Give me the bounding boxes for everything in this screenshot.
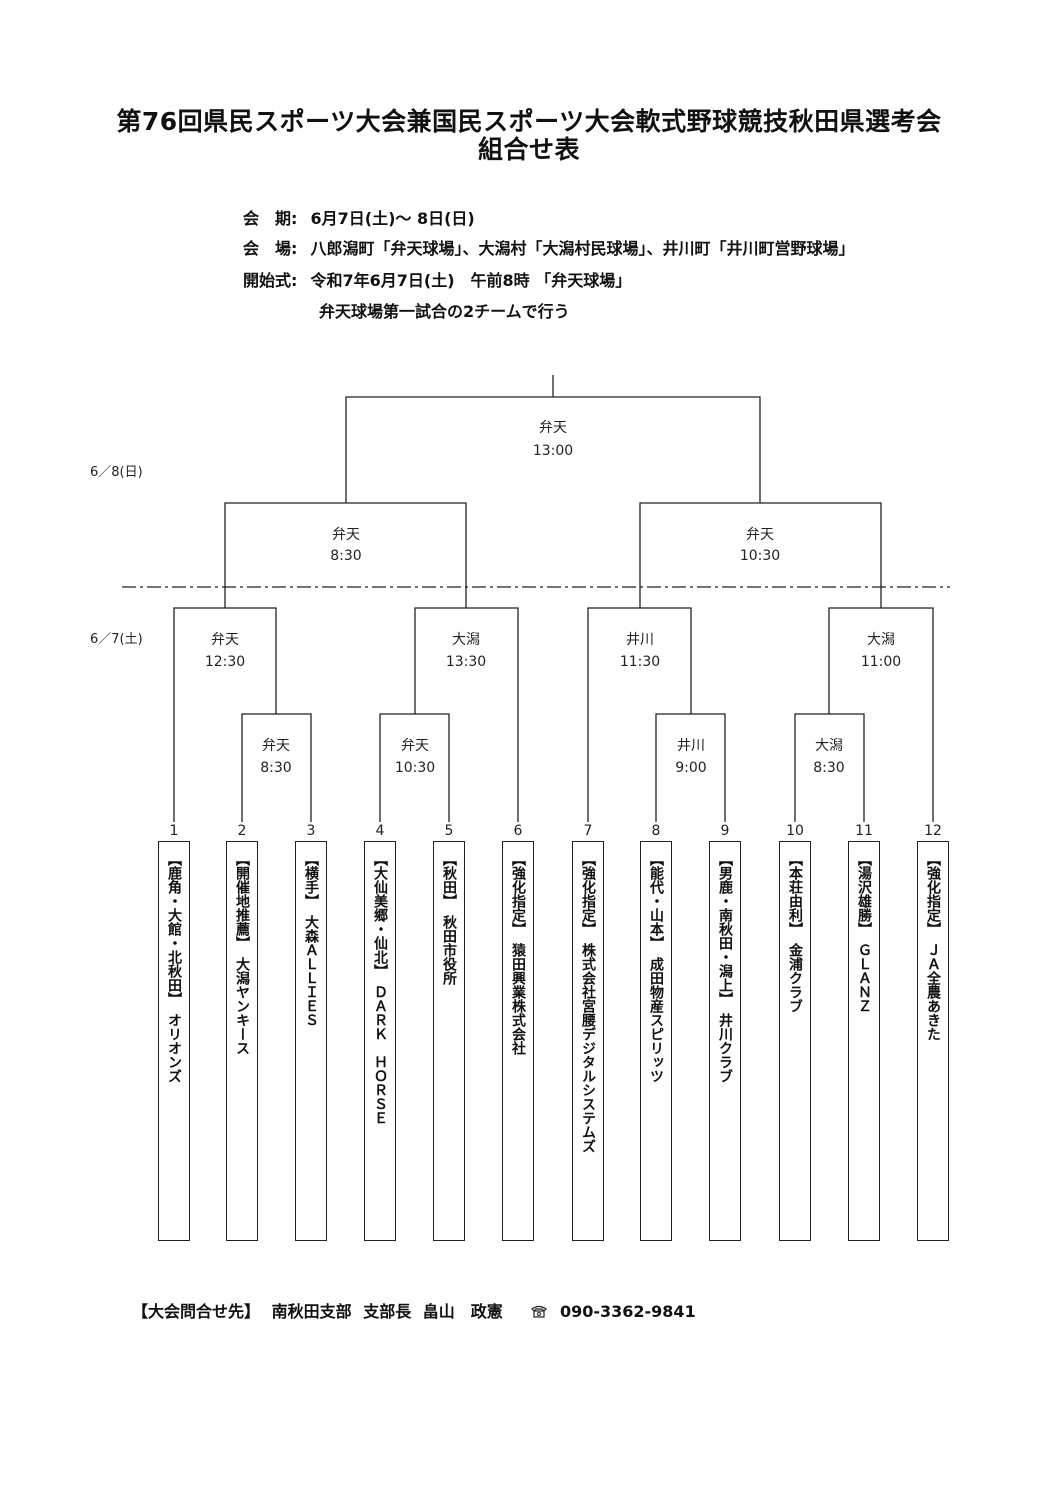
qf4-venue: 大潟 bbox=[867, 632, 895, 648]
ceremony-note: 弁天球場第一試合の2チームで行う bbox=[319, 298, 570, 322]
team-box-3: 【横手】 大森ＡＬＬＩＥＳ bbox=[295, 841, 327, 1241]
ceremony-row: 開始式: 令和7年6月7日(土) 午前8時 「弁天球場」 bbox=[243, 267, 631, 291]
team-box-12: 【強化指定】 ＪＡ全農あきた bbox=[917, 841, 949, 1241]
phone-icon bbox=[530, 1302, 554, 1321]
team-box-1: 【鹿角・大館・北秋田】 オリオンズ bbox=[158, 841, 190, 1241]
r1a-time: 8:30 bbox=[260, 760, 291, 776]
day2-label: 6／8(日) bbox=[90, 465, 143, 480]
team-number: 3 bbox=[307, 823, 316, 839]
team-name: 【強化指定】 株式会社宮腰デジタルシステムズ bbox=[580, 852, 596, 1153]
contact-org: 南秋田支部 bbox=[271, 1302, 352, 1321]
team-name: 【湯沢雄勝】 ＧＬＡＮＺ bbox=[856, 852, 872, 1013]
team-name: 【能代・山本】 成田物産スピリッツ bbox=[648, 852, 664, 1083]
semi-right-venue: 弁天 bbox=[746, 527, 774, 543]
team-number: 12 bbox=[924, 823, 942, 839]
team-number: 7 bbox=[584, 823, 593, 839]
team-name: 【秋田】 秋田市役所 bbox=[441, 852, 457, 985]
venue-value: 八郎潟町「弁天球場」、大潟村「大潟村民球場」、井川町「井川町営野球場」 bbox=[310, 239, 855, 258]
qf2-time: 13:30 bbox=[446, 654, 486, 670]
final-venue: 弁天 bbox=[539, 420, 567, 436]
qf2-venue: 大潟 bbox=[452, 632, 480, 648]
team-box-7: 【強化指定】 株式会社宮腰デジタルシステムズ bbox=[572, 841, 604, 1241]
final-bracket-line bbox=[345, 396, 761, 503]
r1d-line bbox=[794, 713, 865, 822]
team-name: 【大仙美郷・仙北】 ＤＡＲＫ ＨＯＲＳＥ bbox=[372, 852, 388, 1125]
team-box-5: 【秋田】 秋田市役所 bbox=[433, 841, 465, 1241]
qf3-venue: 井川 bbox=[626, 632, 654, 648]
r1c-venue: 井川 bbox=[677, 738, 705, 754]
team-number: 9 bbox=[721, 823, 730, 839]
team-box-6: 【強化指定】 猿田興業株式会社 bbox=[502, 841, 534, 1241]
contact-label: 【大会問合せ先】 bbox=[132, 1302, 261, 1321]
qf3-time: 11:30 bbox=[620, 654, 660, 670]
team-name: 【横手】 大森ＡＬＬＩＥＳ bbox=[303, 852, 319, 1027]
period-label: 会 期: bbox=[243, 209, 298, 228]
r1a-venue: 弁天 bbox=[262, 738, 290, 754]
r1a-line bbox=[241, 713, 312, 822]
semi-right-line bbox=[639, 502, 882, 608]
team-number: 6 bbox=[514, 823, 523, 839]
team-box-9: 【男鹿・南秋田・潟上】 井川クラブ bbox=[709, 841, 741, 1241]
team-name: 【鹿角・大館・北秋田】 オリオンズ bbox=[166, 852, 182, 1083]
ceremony-value: 令和7年6月7日(土) 午前8時 「弁天球場」 bbox=[310, 271, 632, 290]
contact-phone: 090-3362-9841 bbox=[559, 1302, 696, 1321]
team-name: 【強化指定】 ＪＡ全農あきた bbox=[925, 852, 941, 1041]
team-number: 4 bbox=[376, 823, 385, 839]
contact-role: 支部長 bbox=[363, 1302, 412, 1321]
team-box-4: 【大仙美郷・仙北】 ＤＡＲＫ ＨＯＲＳＥ bbox=[364, 841, 396, 1241]
period-value: 6月7日(土)～ 8日(日) bbox=[310, 209, 475, 228]
team-number: 5 bbox=[445, 823, 454, 839]
final-time: 13:00 bbox=[533, 443, 573, 459]
team-number: 10 bbox=[786, 823, 804, 839]
r1c-line bbox=[655, 713, 726, 822]
ceremony-label: 開始式: bbox=[243, 271, 298, 290]
team-box-8: 【能代・山本】 成田物産スピリッツ bbox=[640, 841, 672, 1241]
venue-label: 会 場: bbox=[243, 239, 298, 258]
team-number: 2 bbox=[238, 823, 247, 839]
qf4-line bbox=[828, 607, 934, 822]
team-box-2: 【開催地推薦】 大潟ヤンキース bbox=[226, 841, 258, 1241]
ceremony-note-text: 弁天球場第一試合の2チームで行う bbox=[319, 302, 570, 321]
qf1-venue: 弁天 bbox=[211, 632, 239, 648]
team-number: 11 bbox=[855, 823, 873, 839]
team-name: 【男鹿・南秋田・潟上】 井川クラブ bbox=[717, 852, 733, 1083]
team-box-11: 【湯沢雄勝】 ＧＬＡＮＺ bbox=[848, 841, 880, 1241]
r1c-time: 9:00 bbox=[675, 760, 706, 776]
r1b-venue: 弁天 bbox=[401, 738, 429, 754]
contact-person: 畠山 政憲 bbox=[422, 1302, 503, 1321]
semi-right-time: 10:30 bbox=[740, 548, 780, 564]
r1b-time: 10:30 bbox=[395, 760, 435, 776]
team-box-10: 【本荘由利】 金浦クラブ bbox=[779, 841, 811, 1241]
team-name: 【本荘由利】 金浦クラブ bbox=[787, 852, 803, 1013]
qf4-time: 11:00 bbox=[861, 654, 901, 670]
qf2-line bbox=[414, 607, 519, 822]
semi-left-venue: 弁天 bbox=[332, 527, 360, 543]
team-number: 8 bbox=[652, 823, 661, 839]
team-number: 1 bbox=[170, 823, 179, 839]
r1b-line bbox=[379, 713, 450, 822]
qf1-time: 12:30 bbox=[205, 654, 245, 670]
r1d-venue: 大潟 bbox=[815, 738, 843, 754]
page-subtitle: 組合せ表 bbox=[477, 135, 580, 164]
semi-left-time: 8:30 bbox=[330, 548, 361, 564]
contact-footer: 【大会問合せ先】 南秋田支部 支部長 畠山 政憲 090-3362-9841 bbox=[132, 1298, 702, 1322]
semi-left-line bbox=[224, 502, 467, 608]
period-row: 会 期: 6月7日(土)～ 8日(日) bbox=[243, 205, 475, 229]
qf1-line bbox=[173, 607, 277, 822]
qf3-line bbox=[587, 607, 692, 822]
page-title: 第76回県民スポーツ大会兼国民スポーツ大会軟式野球競技秋田県選考会 bbox=[116, 107, 942, 136]
venue-row: 会 場: 八郎潟町「弁天球場」、大潟村「大潟村民球場」、井川町「井川町営野球場」 bbox=[243, 235, 855, 259]
r1d-time: 8:30 bbox=[813, 760, 844, 776]
team-name: 【開催地推薦】 大潟ヤンキース bbox=[234, 852, 250, 1055]
day1-label: 6／7(土) bbox=[90, 632, 143, 647]
team-name: 【強化指定】 猿田興業株式会社 bbox=[510, 852, 526, 1055]
